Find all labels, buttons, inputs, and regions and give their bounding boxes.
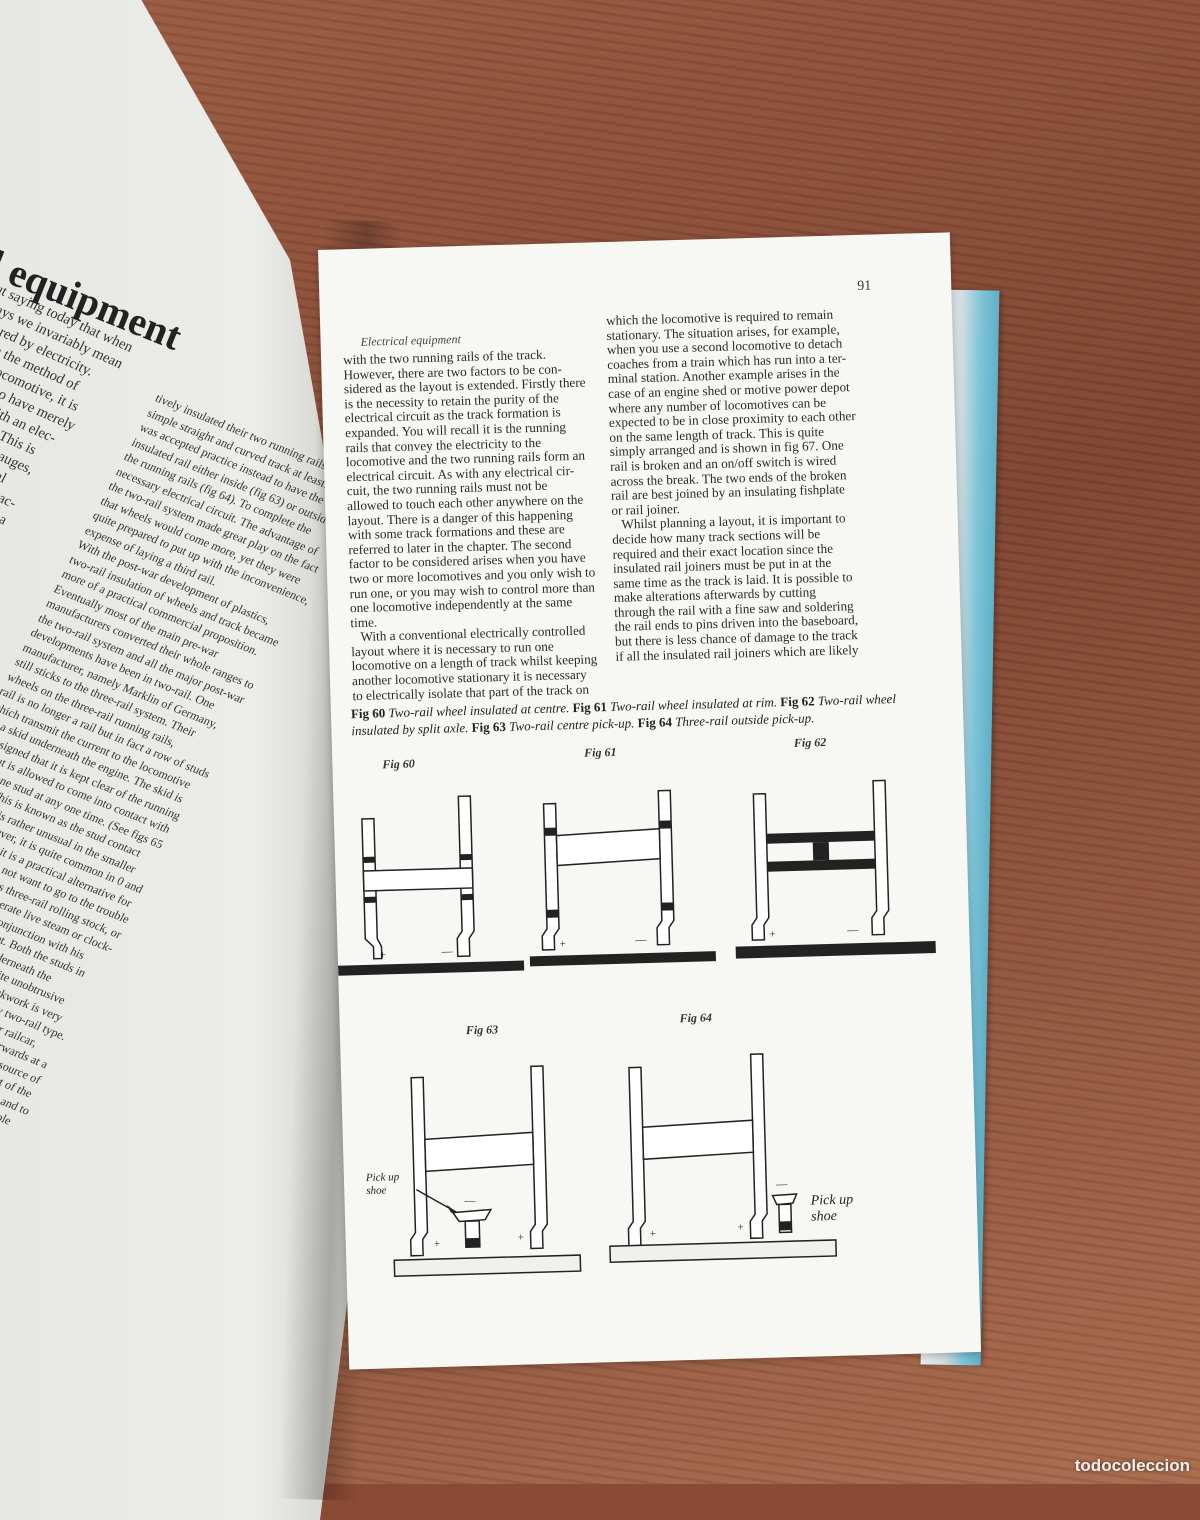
fig61-diagram: Fig 61 + — bbox=[529, 745, 717, 967]
fig64-pickup-line2: shoe bbox=[811, 1209, 837, 1225]
fig64-pickup-line1: Pick up bbox=[810, 1192, 854, 1208]
fig63-pickup-shoe-label: Pick upshoe bbox=[365, 1171, 400, 1197]
fig64-pickup-shoe-label: Pick upshoe bbox=[810, 1192, 854, 1224]
fig62-plus: + bbox=[769, 928, 776, 940]
body-column-right: which the locomotive is required to rema… bbox=[605, 306, 859, 664]
right-page: 91 Electrical equipment with the two run… bbox=[318, 232, 982, 1370]
body-column-left: with the two running rails of the track.… bbox=[342, 346, 598, 703]
fig64-minus: — bbox=[775, 1178, 788, 1190]
fig64-diagram: Fig 64 Pick upshoe + + — bbox=[609, 1010, 854, 1264]
fig63-plus-2: + bbox=[517, 1232, 524, 1244]
fig61-plus: + bbox=[559, 938, 566, 950]
fig63-plus: + bbox=[434, 1238, 441, 1250]
fig63-label: Fig 63 bbox=[465, 1022, 499, 1037]
caption-fig60-label: Fig 60 bbox=[350, 705, 386, 722]
wheel-diagrams: Fig 60 + — Fig 61 + — Fig 62 bbox=[337, 735, 936, 1278]
fig60-label: Fig 60 bbox=[381, 757, 415, 772]
fig61-label: Fig 61 bbox=[583, 745, 617, 760]
fig63-diagram: Fig 63 Pick upshoe + — + bbox=[365, 1022, 582, 1278]
running-head: Electrical equipment bbox=[360, 332, 462, 349]
caption-fig61-label: Fig 61 bbox=[572, 699, 608, 716]
fig63-pickup-line2: shoe bbox=[366, 1184, 387, 1197]
fig60-diagram: Fig 60 + — bbox=[337, 757, 525, 976]
fig60-plus: + bbox=[380, 949, 387, 961]
fig62-label: Fig 62 bbox=[793, 735, 827, 750]
page-number: 91 bbox=[857, 278, 872, 294]
caption-fig62-label: Fig 62 bbox=[780, 693, 815, 710]
fig61-minus: — bbox=[634, 934, 647, 946]
fig60-minus: — bbox=[440, 945, 453, 957]
fig64-plus: + bbox=[649, 1228, 656, 1240]
fig62-diagram: Fig 62 + — bbox=[735, 735, 936, 959]
fig64-plus-2: + bbox=[737, 1221, 744, 1233]
fig64-label: Fig 64 bbox=[678, 1010, 712, 1025]
fig62-minus: — bbox=[846, 924, 859, 936]
fig63-minus: — bbox=[463, 1195, 476, 1207]
watermark-logo: todocoleccion bbox=[1074, 1456, 1190, 1475]
fig63-pickup-line1: Pick up bbox=[365, 1171, 400, 1184]
